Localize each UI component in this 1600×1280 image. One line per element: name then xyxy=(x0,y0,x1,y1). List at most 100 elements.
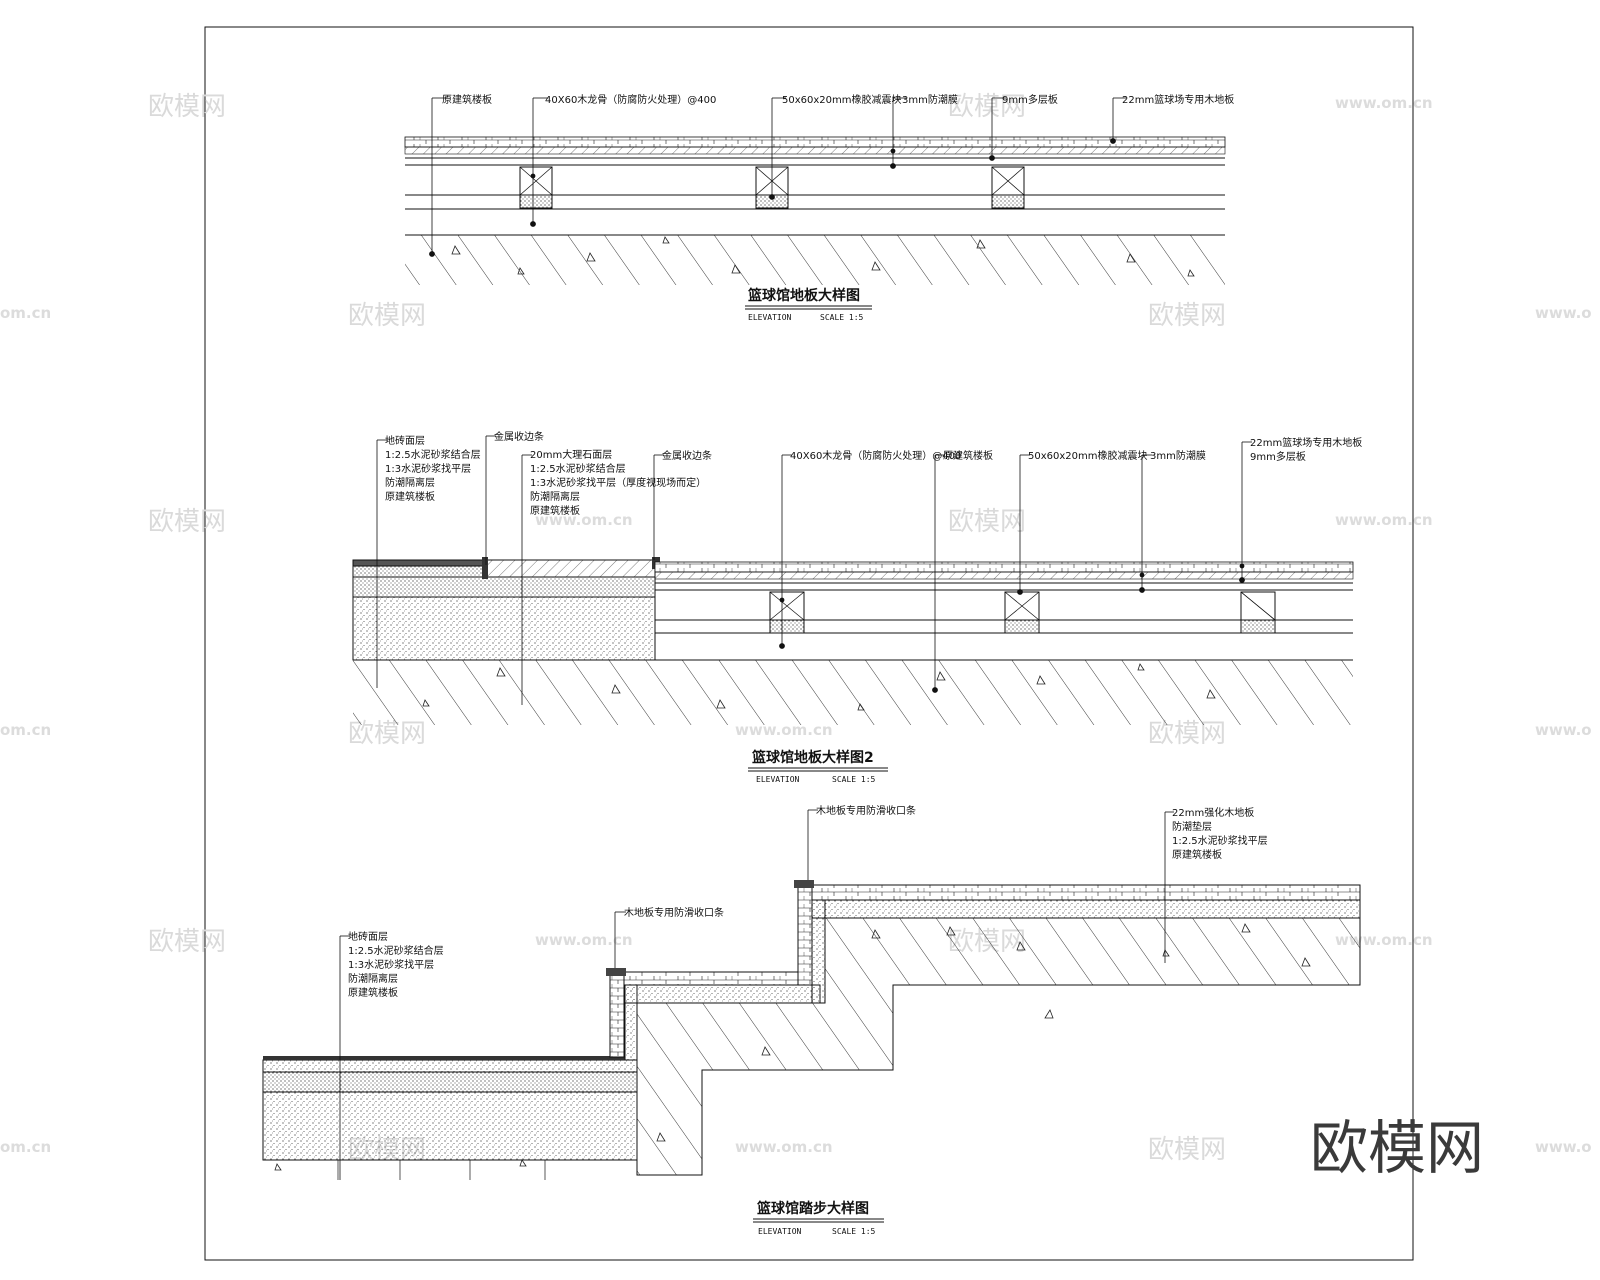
watermark-url: www.o xyxy=(1535,304,1592,322)
metal-strip-1 xyxy=(482,557,488,579)
callout-anti-slip-strip: 木地板专用防滑收口条 xyxy=(816,804,916,817)
callout-original-slab: 原建筑楼板 xyxy=(530,504,580,517)
joist xyxy=(769,591,805,634)
callout-damp-layer: 防潮隔离层 xyxy=(530,490,580,503)
callout-plywood: 9mm多层板 xyxy=(1002,93,1058,106)
callout-plywood: 9mm多层板 xyxy=(1250,450,1306,463)
plywood-layer xyxy=(654,571,1354,580)
callout-metal-strip: 金属收边条 xyxy=(662,449,712,462)
detail-elevation: ELEVATION xyxy=(748,313,792,322)
watermark-text: 欧模网 xyxy=(1148,301,1226,331)
watermark-url: www.om.cn xyxy=(1335,511,1433,529)
screed-layer xyxy=(352,576,656,598)
watermark-text: 欧模网 xyxy=(948,92,1026,122)
detail-elevation: ELEVATION xyxy=(756,775,800,784)
concrete-ground xyxy=(405,235,1225,285)
mortar-fill xyxy=(352,596,656,661)
detail-scale: SCALE 1:5 xyxy=(832,1227,876,1236)
callout-anti-slip-strip: 木地板专用防滑收口条 xyxy=(624,906,724,919)
watermark-url: www.o xyxy=(1535,1138,1592,1156)
leader-lines xyxy=(429,97,1126,257)
watermark-url: www.om.cn xyxy=(535,511,633,529)
callout-wood-joist: 40X60木龙骨（防腐防火处理）@400 xyxy=(790,449,961,462)
detail-3: 地砖面层 1:2.5水泥砂浆结合层 1:3水泥砂浆找平层 防潮隔离层 原建筑楼板… xyxy=(262,804,1361,1236)
tile-surface xyxy=(352,559,486,567)
watermark-url: www.om.cn xyxy=(735,721,833,739)
detail-scale: SCALE 1:5 xyxy=(832,775,876,784)
stair-structure xyxy=(636,917,1361,1176)
callout-original-slab: 原建筑楼板 xyxy=(442,93,492,106)
callout-moisture-film: 3mm防潮膜 xyxy=(902,93,958,106)
wood-floor-top xyxy=(404,136,1226,148)
watermark-url: om.cn xyxy=(0,304,51,322)
mortar-fill xyxy=(262,1091,638,1161)
detail-title: 篮球馆地板大样图 xyxy=(747,287,860,304)
detail-2: 地砖面层 1:2.5水泥砂浆结合层 1:3水泥砂浆找平层 防潮隔离层 原建筑楼板… xyxy=(352,430,1362,784)
callout-leveling: 1:3水泥砂浆找平层 xyxy=(348,958,434,971)
callout-bond-coat: 1:2.5水泥砂浆结合层 xyxy=(348,944,444,957)
screed-layer xyxy=(262,1071,638,1093)
anti-slip-strip xyxy=(606,968,626,976)
detail-scale: SCALE 1:5 xyxy=(820,313,864,322)
watermark-text: 欧模网 xyxy=(148,507,226,537)
landing-wood-floor xyxy=(797,884,1361,901)
callout-metal-strip: 金属收边条 xyxy=(494,430,544,443)
riser-wood xyxy=(797,884,813,986)
leader-lines xyxy=(339,809,1174,1180)
callout-original-slab: 原建筑楼板 xyxy=(348,986,398,999)
callout-leveling: 1:2.5水泥砂浆找平层 xyxy=(1172,834,1268,847)
detail-1: 原建筑楼板 40X60木龙骨（防腐防火处理）@400 50x60x20mm橡胶减… xyxy=(404,93,1234,322)
concrete-ground xyxy=(353,660,1353,725)
step-wood-floor xyxy=(609,971,811,986)
joist xyxy=(1004,591,1040,634)
step-screed xyxy=(624,984,821,1004)
watermark-text: 欧模网 xyxy=(148,927,226,957)
watermark-text: 欧模网 xyxy=(148,92,226,122)
callout-tile-surface: 地砖面层 xyxy=(385,434,425,447)
aggregate-marks xyxy=(656,923,1311,1142)
marble-layer xyxy=(484,559,656,578)
tile-surface xyxy=(263,1056,625,1060)
watermark-url: www.om.cn xyxy=(735,1138,833,1156)
callout-original-slab: 原建筑楼板 xyxy=(943,449,993,462)
watermark-url: www.om.cn xyxy=(535,931,633,949)
callout-leveling: 1:3水泥砂浆找平层（厚度视现场而定） xyxy=(530,476,706,489)
watermark-url: www.o xyxy=(1535,721,1592,739)
joist xyxy=(991,166,1025,209)
callout-rubber-pad: 50x60x20mm橡胶减震块 xyxy=(782,93,902,106)
callout-damp-layer: 防潮隔离层 xyxy=(348,972,398,985)
watermark-text: 欧模网 xyxy=(1148,1135,1226,1165)
callout-wood-floor: 22mm篮球场专用木地板 xyxy=(1122,93,1234,106)
aggregate-marks xyxy=(274,1159,527,1171)
brand-logo-text: 欧模网 xyxy=(1310,1114,1484,1182)
callout-damp-pad: 防潮垫层 xyxy=(1172,820,1212,833)
callout-bond-coat: 1:2.5水泥砂浆结合层 xyxy=(530,462,626,475)
callout-original-slab: 原建筑楼板 xyxy=(385,490,435,503)
callout-original-slab: 原建筑楼板 xyxy=(1172,848,1222,861)
sheet-border xyxy=(204,26,1414,1261)
bond-layer xyxy=(262,1059,638,1073)
tile-bed xyxy=(352,565,486,578)
callout-wood-joist: 40X60木龙骨（防腐防火处理）@400 xyxy=(545,93,716,106)
callout-marble: 20mm大理石面层 xyxy=(530,448,612,461)
callout-moisture-film: 3mm防潮膜 xyxy=(1150,449,1206,462)
detail-elevation: ELEVATION xyxy=(758,1227,802,1236)
leader-lines xyxy=(376,435,1252,705)
callout-bond-coat: 1:2.5水泥砂浆结合层 xyxy=(385,448,481,461)
detail-title: 篮球馆踏步大样图 xyxy=(756,1200,869,1217)
callout-wood-floor: 22mm篮球场专用木地板 xyxy=(1250,436,1362,449)
watermark-text: 欧模网 xyxy=(348,301,426,331)
detail-title: 篮球馆地板大样图2 xyxy=(751,749,874,766)
watermark-url: om.cn xyxy=(0,721,51,739)
joist xyxy=(519,166,553,209)
anti-slip-strip xyxy=(794,880,814,888)
callout-tile-surface: 地砖面层 xyxy=(348,930,388,943)
joist xyxy=(1240,591,1276,634)
callout-damp-layer: 防潮隔离层 xyxy=(385,476,435,489)
callout-wood-floor: 22mm强化木地板 xyxy=(1172,806,1254,819)
watermark-url: om.cn xyxy=(0,1138,51,1156)
callout-rubber-pad: 50x60x20mm橡胶减震块 xyxy=(1028,449,1148,462)
watermark-text: 欧模网 xyxy=(948,507,1026,537)
watermark-url: www.om.cn xyxy=(1335,94,1433,112)
